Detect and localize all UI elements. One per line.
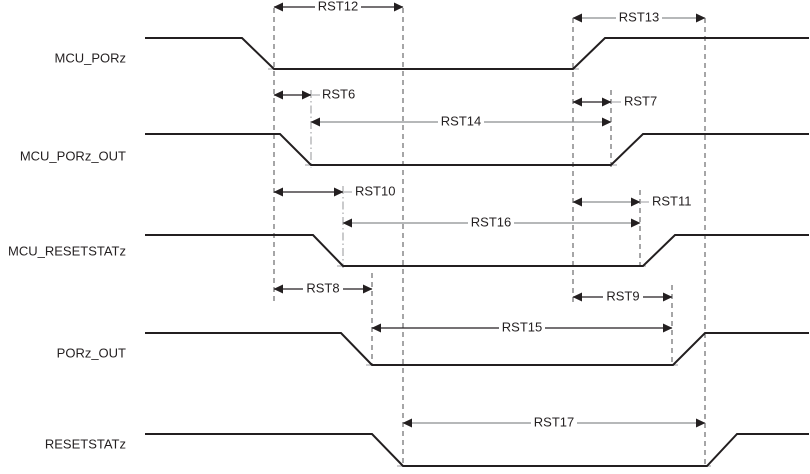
waveforms [145, 37, 809, 467]
mcu-porz-out-waveform [145, 133, 809, 166]
rst13-label: RST13 [619, 9, 659, 24]
mcu-resetstatz-waveform [145, 234, 809, 267]
signal-label-resetstatz: RESETSTATz [45, 436, 126, 451]
rst17-label-gap [531, 416, 577, 430]
rst13-dimension: RST13 [572, 9, 706, 25]
signal-label-porz-out: PORz_OUT [57, 345, 126, 360]
rst9-label-gap [603, 290, 643, 304]
rst11-dimension: RST11 [572, 193, 692, 208]
rst14-label-gap [438, 115, 484, 129]
rst9-label: RST9 [606, 288, 639, 303]
rst14-label: RST14 [441, 113, 481, 128]
rst10-dimension: RST10 [273, 183, 395, 198]
rst8-label-gap [303, 282, 343, 296]
rst13-label-gap [616, 11, 662, 25]
rst8-label: RST8 [306, 280, 339, 295]
rst15-label-gap [499, 321, 545, 335]
rst16-dimension: RST16 [342, 214, 641, 230]
signal-label-mcu-resetstatz: MCU_RESETSTATz [8, 243, 126, 258]
rst14-dimension: RST14 [310, 113, 612, 129]
rst12-label-gap [315, 0, 361, 14]
rst12-dimension: RST12 [273, 0, 404, 14]
rst7-dimension: RST7 [572, 93, 657, 108]
rst6-label: RST6 [322, 86, 355, 101]
porz-out-waveform [145, 332, 809, 366]
signal-label-mcu-porz-out: MCU_PORz_OUT [20, 148, 126, 163]
rst11-label: RST11 [652, 193, 692, 208]
rst16-label: RST16 [471, 214, 511, 229]
rst6-dimension: RST6 [273, 86, 355, 101]
rst17-dimension: RST17 [402, 414, 706, 430]
signal-labels: MCU_PORz MCU_PORz_OUT MCU_RESETSTATz POR… [8, 50, 126, 451]
rst9-dimension: RST9 [572, 288, 673, 304]
junction-ticks [268, 68, 711, 467]
rst15-label: RST15 [502, 319, 542, 334]
signal-label-mcu-porz: MCU_PORz [54, 50, 126, 65]
reference-guides-black [273, 8, 706, 466]
mcu-porz-waveform [145, 37, 809, 70]
rst12-label: RST12 [318, 0, 358, 13]
rst17-label: RST17 [534, 414, 574, 429]
rst10-label: RST10 [355, 183, 395, 198]
rst15-dimension: RST15 [371, 319, 673, 335]
rst8-dimension: RST8 [273, 280, 373, 296]
rst7-label: RST7 [624, 93, 657, 108]
resetstatz-waveform [145, 433, 809, 467]
reference-guides-gray [310, 90, 344, 268]
rst16-label-gap [468, 216, 514, 230]
